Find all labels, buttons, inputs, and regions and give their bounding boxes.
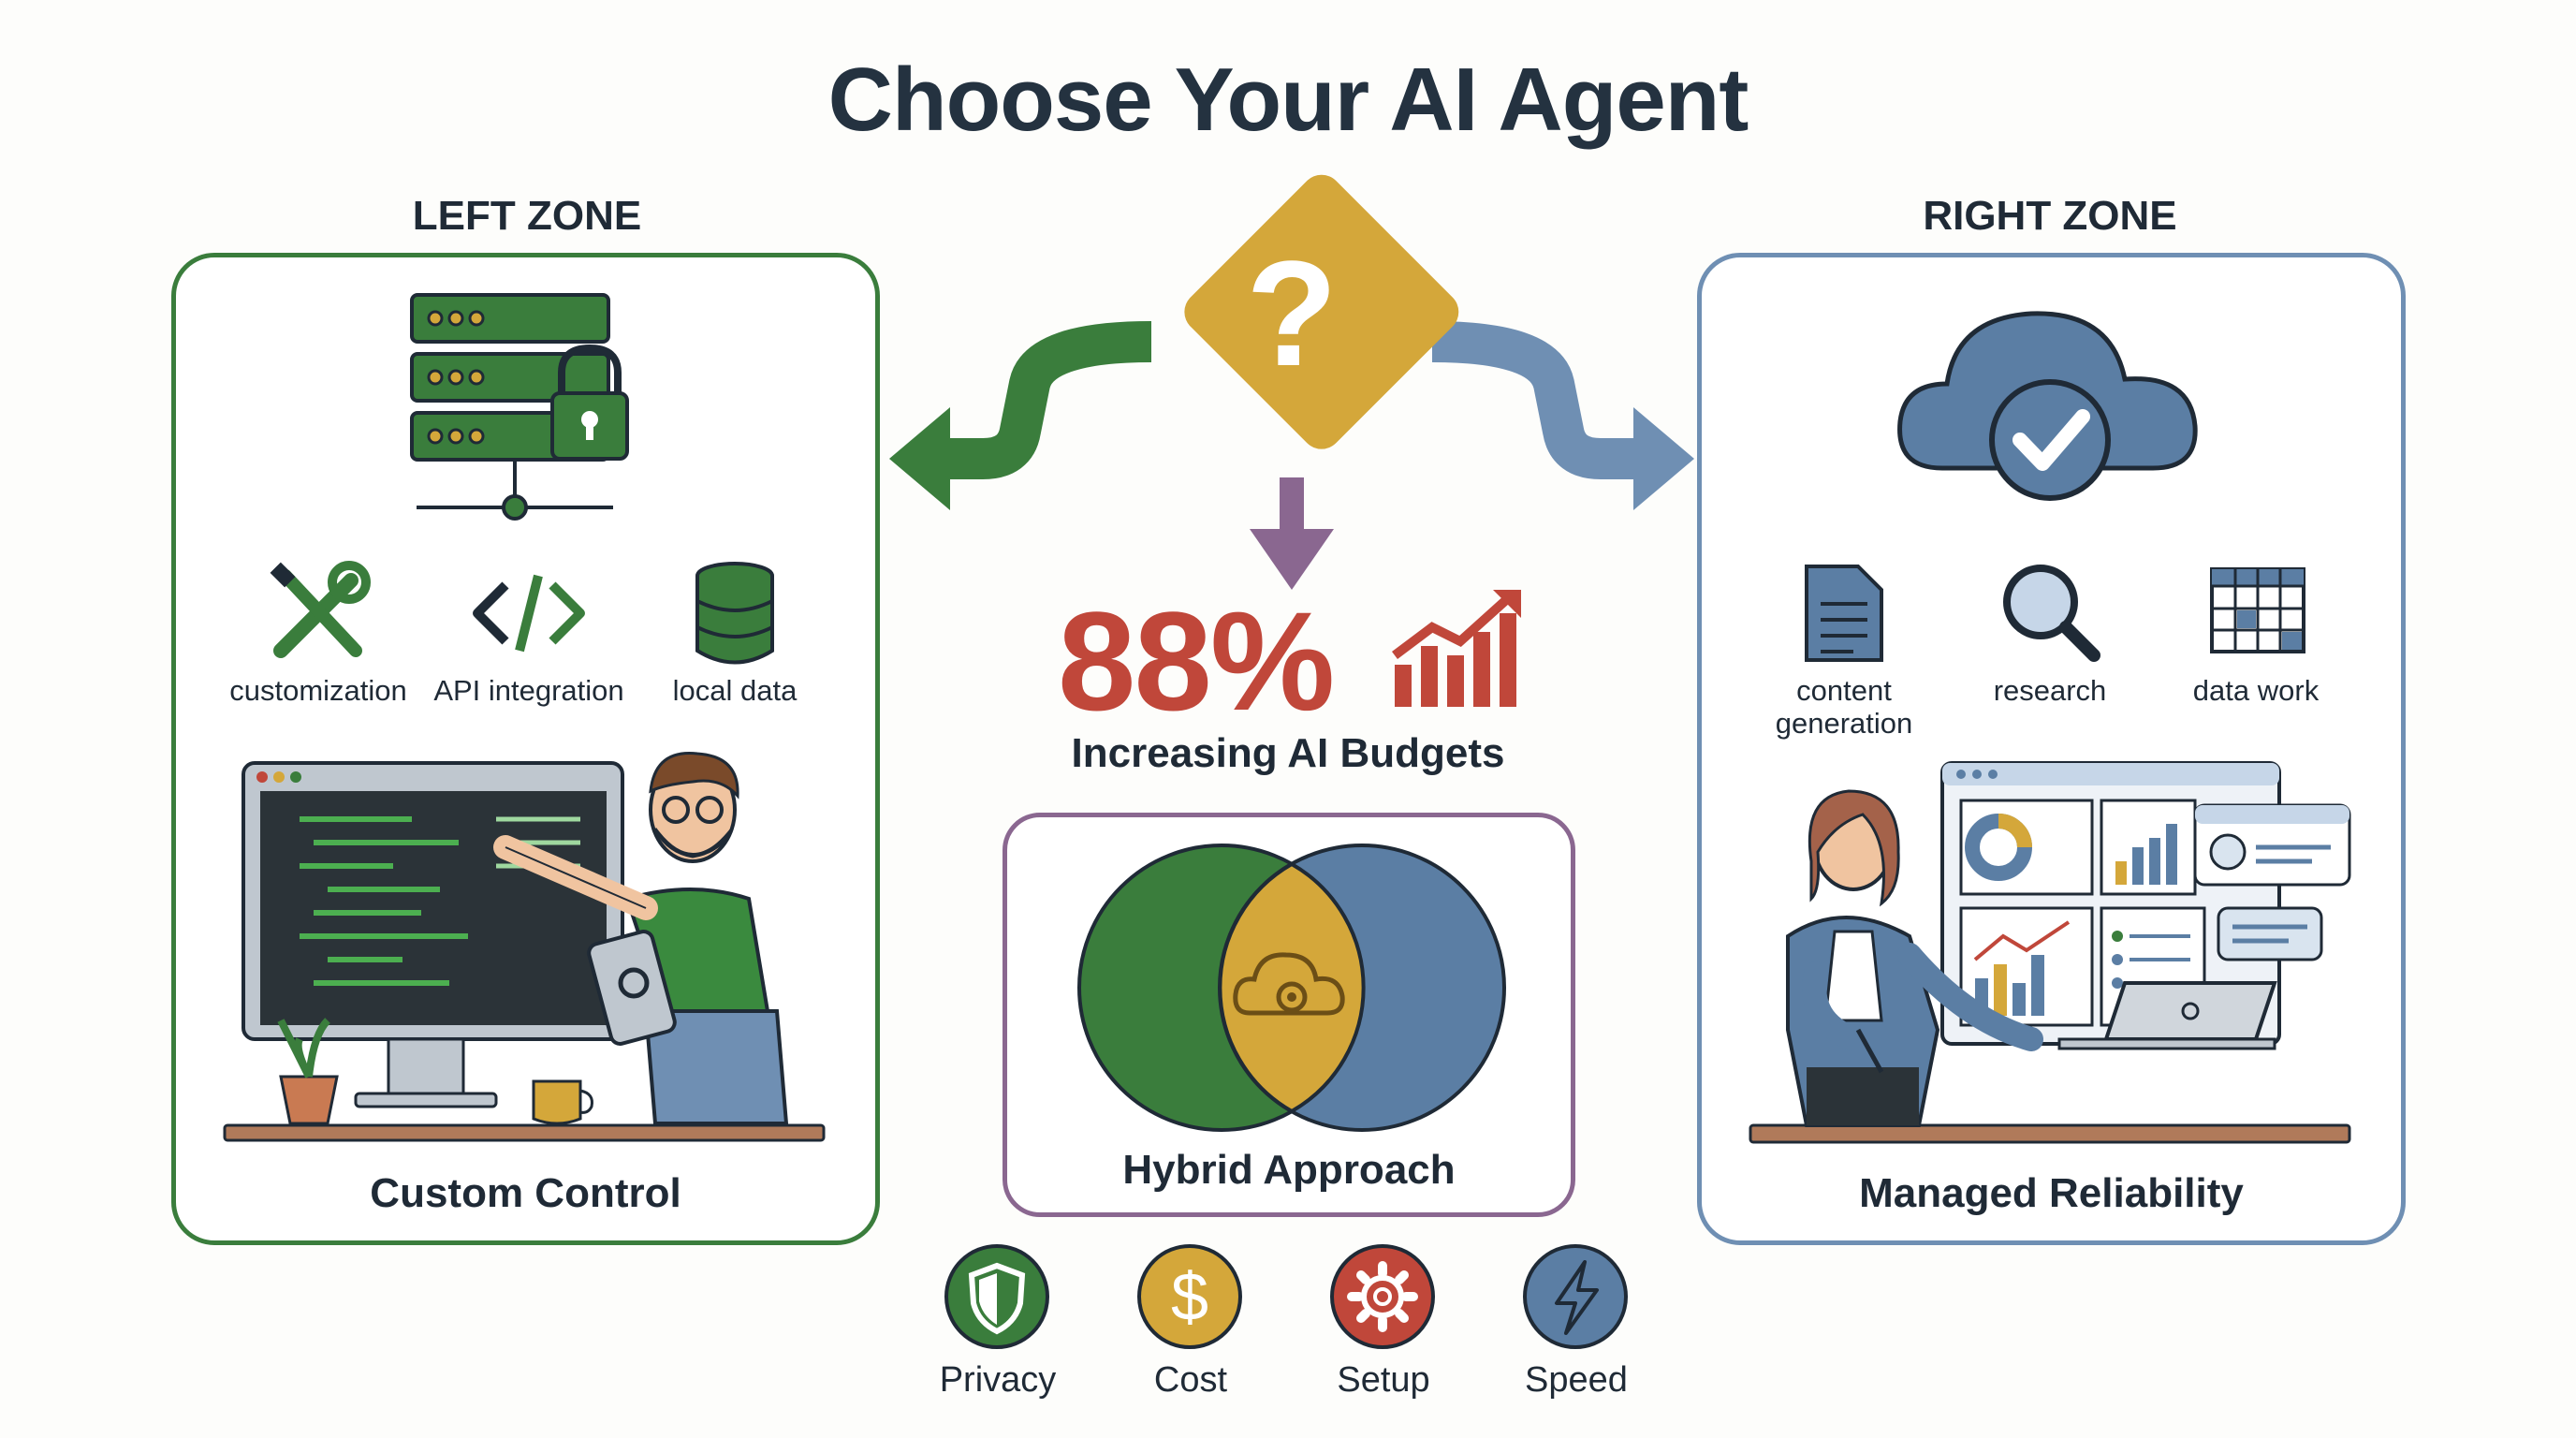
feature-label-research: research — [1993, 674, 2107, 707]
secure-server-icon — [410, 293, 629, 521]
analyst-illustration — [1749, 761, 2351, 1144]
feature-label-generation: generation — [1775, 707, 1913, 740]
right-arrow-icon — [1431, 321, 1694, 510]
dollar-icon — [1137, 1244, 1242, 1349]
feature-label-local-data: local data — [672, 674, 798, 707]
left-arrow-icon — [889, 321, 1152, 510]
feature-label-customization: customization — [229, 674, 407, 707]
stat-label: Increasing AI Budgets — [1071, 730, 1505, 776]
spreadsheet-icon — [2210, 567, 2305, 653]
feature-label-content: content — [1796, 674, 1892, 707]
decision-flow-graphic — [889, 174, 1694, 590]
wrench-screwdriver-icon — [270, 561, 371, 658]
page-title: Choose Your AI Agent — [827, 50, 1749, 150]
left-zone-heading: LEFT ZONE — [412, 193, 642, 239]
cloud-check-icon — [1897, 311, 2198, 501]
factor-label-cost: Cost — [1153, 1360, 1228, 1400]
feature-label-api: API integration — [433, 674, 624, 707]
cloud-gear-icon — [1233, 952, 1345, 1016]
gear-icon — [1330, 1244, 1435, 1349]
question-diamond-icon — [1184, 174, 1459, 449]
hybrid-caption: Hybrid Approach — [1122, 1147, 1456, 1193]
lightning-icon — [1523, 1244, 1628, 1349]
developer-illustration — [223, 752, 826, 1142]
hybrid-venn-diagram — [1077, 844, 1506, 1132]
factor-label-speed: Speed — [1525, 1360, 1628, 1400]
right-zone-caption: Managed Reliability — [1859, 1170, 2244, 1216]
venn-overlap — [1218, 861, 1366, 1114]
factor-label-privacy: Privacy — [939, 1360, 1057, 1400]
right-zone-heading: RIGHT ZONE — [1923, 193, 2177, 239]
stat-value: 88% — [1058, 582, 1335, 740]
database-icon — [695, 562, 774, 665]
feature-label-data-work: data work — [2192, 674, 2320, 707]
shield-icon — [944, 1244, 1049, 1349]
dollar-symbol: $ — [1170, 1260, 1209, 1335]
question-mark: ? — [1246, 229, 1338, 397]
magnifier-icon — [2003, 565, 2100, 662]
left-zone-caption: Custom Control — [370, 1170, 681, 1216]
trend-chart-icon — [1392, 590, 1521, 707]
factor-label-setup: Setup — [1337, 1360, 1430, 1400]
code-brackets-icon — [473, 574, 585, 653]
down-arrow-icon — [1250, 477, 1334, 590]
document-icon — [1805, 565, 1883, 662]
